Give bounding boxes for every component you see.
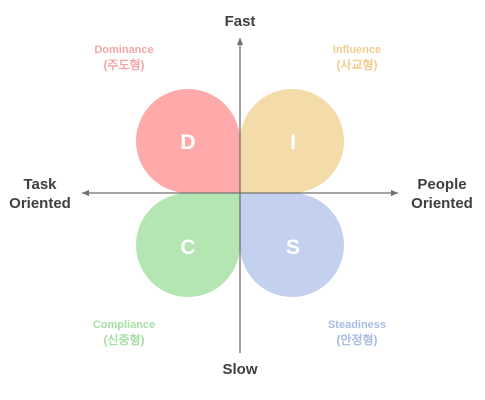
- axis-label-task-line2: Oriented: [9, 195, 71, 212]
- axis-label-people-line2: Oriented: [411, 195, 473, 212]
- axis-label-people-line1: People: [417, 176, 467, 193]
- dominance-korean: (주도형): [103, 58, 145, 72]
- steadiness-korean: (안정형): [336, 333, 378, 347]
- compliance-name: Compliance: [92, 319, 156, 331]
- steadiness-label: Steadiness (안정형): [307, 318, 407, 348]
- axis-label-people-oriented: People Oriented: [404, 175, 480, 213]
- steadiness-letter: S: [286, 236, 300, 259]
- steadiness-petal: [240, 193, 344, 297]
- dominance-letter: D: [180, 131, 195, 154]
- axis-label-task-oriented: Task Oriented: [4, 175, 76, 213]
- influence-korean: (사교형): [336, 58, 378, 72]
- axis-label-fast: Fast: [224, 13, 256, 30]
- influence-name: Influence: [332, 44, 382, 56]
- axis-label-slow: Slow: [222, 361, 258, 378]
- compliance-letter: C: [180, 236, 195, 259]
- axis-label-task-line1: Task: [23, 176, 57, 193]
- influence-letter: I: [290, 131, 296, 154]
- steadiness-name: Steadiness: [327, 319, 387, 331]
- influence-label: Influence (사교형): [307, 43, 407, 73]
- compliance-petal: [136, 193, 240, 297]
- compliance-label: Compliance (신중형): [74, 318, 174, 348]
- influence-petal: [240, 89, 344, 193]
- dominance-label: Dominance (주도형): [74, 43, 174, 73]
- dominance-name: Dominance: [94, 44, 154, 56]
- compliance-korean: (신중형): [103, 333, 145, 347]
- dominance-petal: [136, 89, 240, 193]
